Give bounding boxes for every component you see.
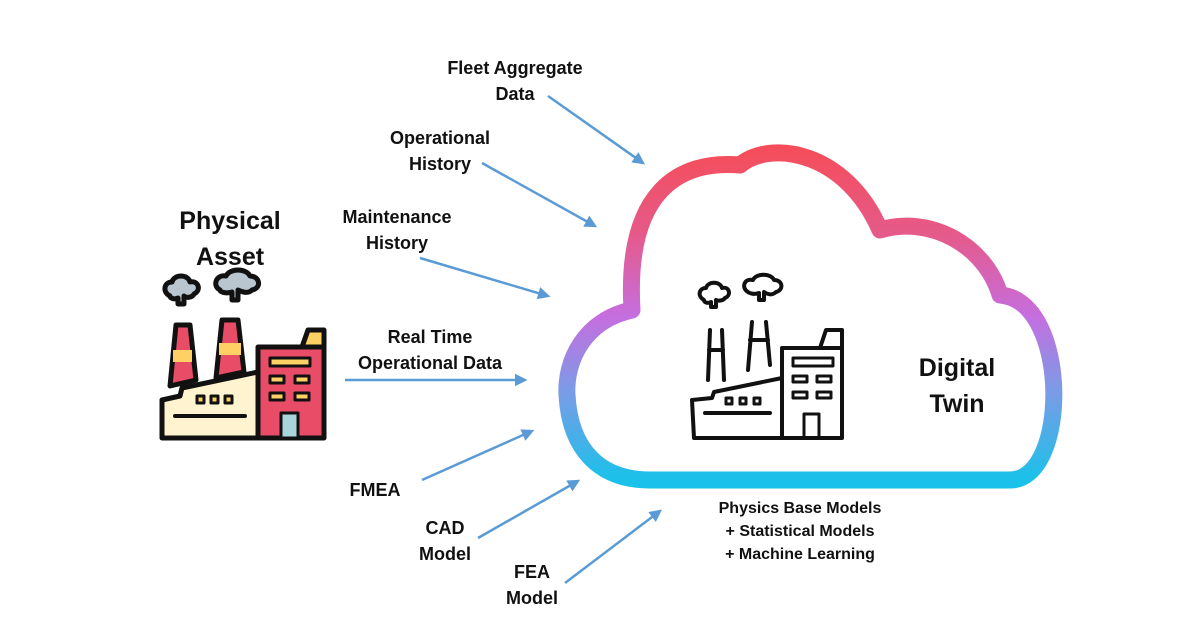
smoke-icon: [213, 267, 261, 303]
arrow-fleet: [547, 94, 646, 165]
arrow-maintenance-history: [419, 256, 551, 300]
smoke-icon: [742, 272, 784, 302]
smoke-icon: [697, 280, 731, 309]
input-maintenance-history: Maintenance History: [342, 207, 452, 253]
physical-asset-label: Physical Asset: [179, 207, 281, 271]
input-fleet-aggregate-data: Fleet Aggregate Data: [447, 58, 583, 104]
arrow-fea: [564, 509, 662, 584]
input-real-time-operational-data: Real Time Operational Data: [357, 327, 503, 373]
input-fmea: FMEA: [349, 480, 401, 500]
models-caption: Physics Base Models + Statistical Models…: [718, 500, 882, 563]
cloud-icon: [558, 144, 1063, 489]
factory-icon-colored: [159, 267, 327, 441]
smoke-icon: [162, 273, 201, 307]
digital-twin-label: Digital Twin: [918, 354, 996, 418]
factory-icon-outline: [690, 272, 844, 440]
arrows: [345, 94, 662, 584]
arrow-operational-history: [481, 161, 598, 228]
input-cad-model: CAD Model: [419, 518, 471, 564]
arrow-cad: [477, 479, 581, 540]
input-fea-model: FEA Model: [506, 562, 558, 608]
input-operational-history: Operational History: [389, 128, 491, 174]
arrow-fmea: [421, 429, 535, 482]
